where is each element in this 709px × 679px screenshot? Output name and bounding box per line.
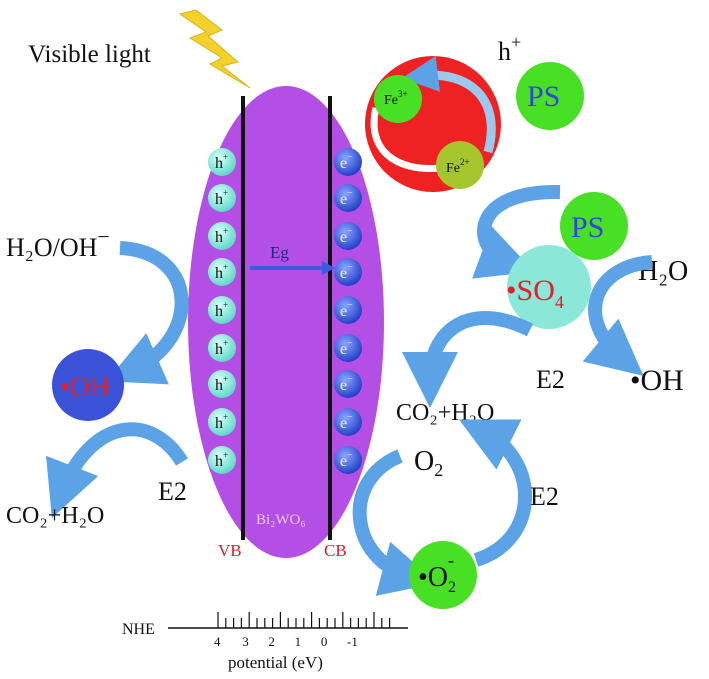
ps-top-label: PS	[527, 80, 560, 113]
fe-cycle-arrow-bottom	[370, 107, 441, 172]
electron-ball	[334, 148, 362, 176]
electrons-column: e−e−e−e−e−e−e−e−e−	[334, 148, 362, 474]
fe2-ball	[436, 141, 484, 189]
nhe-minor-ticks	[217, 612, 391, 628]
axis-title: potential (eV)	[228, 653, 323, 672]
so4-radical-ball	[507, 245, 591, 329]
oh-radical-ball	[52, 349, 124, 421]
eg-label: Eg	[270, 243, 289, 262]
nhe-tick-label: 1	[295, 634, 302, 649]
hole-ball	[208, 446, 236, 474]
e2-mid-right-label: E2	[536, 365, 565, 394]
fe-cycle-arrow-top	[402, 55, 496, 154]
hole-ball	[208, 222, 236, 250]
superoxide-ball	[409, 541, 477, 609]
so4-radical-label: •SO4	[506, 274, 564, 312]
co2-h2o-right-label: CO₂+H₂O	[396, 400, 494, 426]
hole-ball	[208, 334, 236, 362]
nhe-tick-label: 3	[242, 634, 249, 649]
h2o-to-oh-arrow	[582, 255, 653, 376]
hole-ball	[208, 148, 236, 176]
fe2-label: Fe2+	[446, 157, 470, 176]
oh-radical-label: •OH	[60, 372, 110, 403]
vb-label: VB	[218, 541, 242, 560]
electron-ball	[334, 334, 362, 362]
vb-to-oh-arrow	[106, 241, 189, 385]
holes-column: h+h+h+h+h+h+h+h+h+	[208, 148, 236, 474]
eg-arrow-head	[322, 261, 335, 275]
bi2wo6-ellipse	[188, 86, 384, 558]
oh-right-label: •OH	[630, 364, 684, 397]
ps-top-ball	[516, 62, 584, 130]
hole-ball	[208, 184, 236, 212]
nhe-tick-label: -1	[347, 634, 358, 649]
ps-right-label: PS	[571, 211, 604, 244]
cb-label: CB	[324, 541, 347, 560]
nhe-tick-label: 0	[321, 634, 328, 649]
superoxide-to-co2-arrow	[458, 419, 532, 567]
lightning-bolt-icon	[178, 9, 251, 89]
hole-ball	[208, 370, 236, 398]
fe3-label: Fe3+	[384, 89, 408, 108]
hole-ball	[208, 296, 236, 324]
electron-ball	[334, 370, 362, 398]
superoxide-label: •O2-	[418, 550, 456, 596]
cb-to-superoxide-arrow	[352, 449, 438, 596]
ps-to-so4-arrow	[472, 184, 561, 279]
ps-right-ball	[560, 192, 628, 260]
electron-ball	[334, 184, 362, 212]
oh-to-co2-arrow	[46, 422, 188, 519]
h2o-oh-left-label: H₂O/OH−	[6, 224, 110, 262]
electron-ball	[334, 222, 362, 250]
e2-bottom-right-label: E2	[530, 482, 559, 511]
co2-h2o-left-label: CO₂+H₂O	[6, 503, 104, 529]
visible-light-label: Visible light	[28, 41, 151, 68]
so4-to-co2-arrow	[402, 311, 534, 408]
nhe-label: NHE	[122, 621, 155, 638]
electron-ball	[334, 258, 362, 286]
o2-label: O2	[414, 446, 443, 480]
electron-ball	[334, 446, 362, 474]
hole-ball	[208, 408, 236, 436]
e2-left-label: E2	[158, 477, 187, 506]
h-plus-label: h+	[498, 32, 521, 66]
nhe-tick-labels: 4 3 2 1 0 -1	[214, 634, 358, 649]
electron-ball	[334, 408, 362, 436]
nhe-tick-label: 2	[268, 634, 275, 649]
fe3-ball	[374, 75, 422, 123]
catalyst-label: Bi₂WO₆	[256, 512, 306, 528]
hole-ball	[208, 258, 236, 286]
electron-ball	[334, 296, 362, 324]
nhe-tick-label: 4	[214, 634, 221, 649]
